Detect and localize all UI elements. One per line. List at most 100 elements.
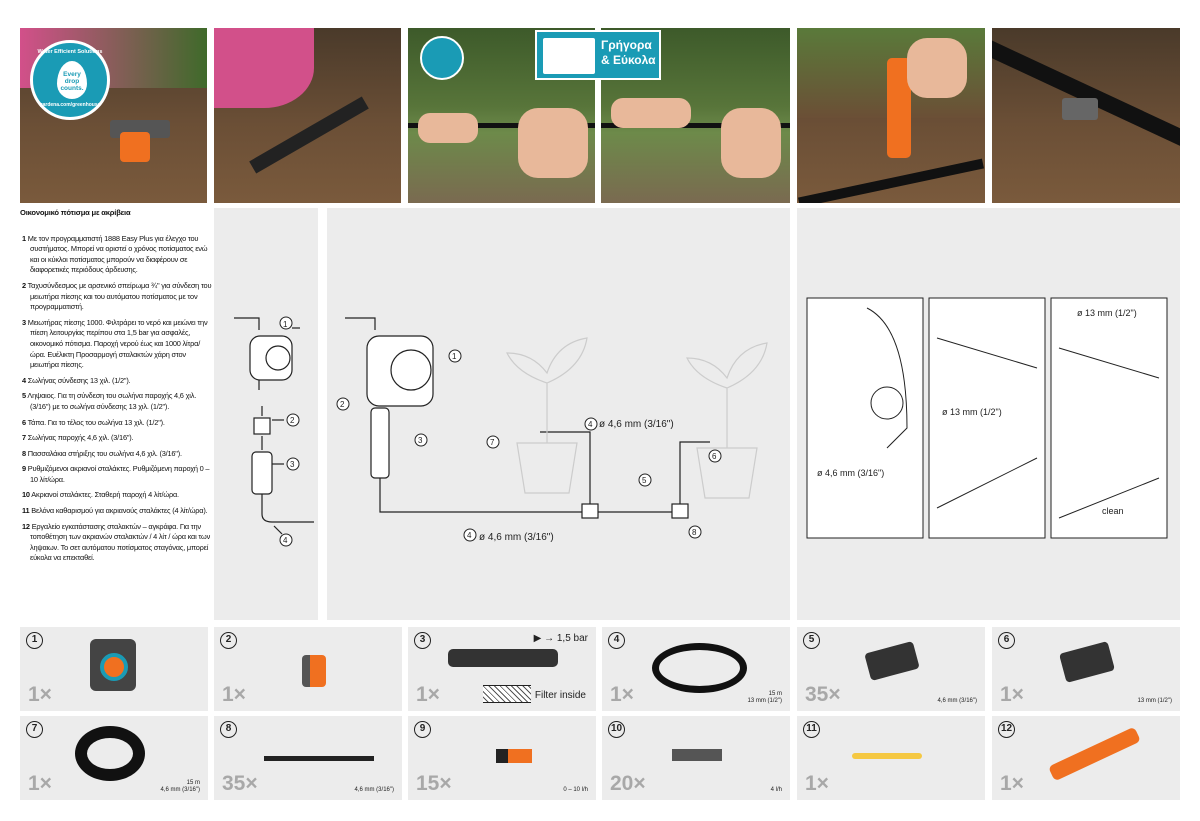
instruction-number: 11	[22, 506, 30, 516]
instruction-number: 3	[22, 317, 26, 327]
part-number: 12	[998, 721, 1015, 738]
part-number: 4	[608, 632, 625, 649]
diagram-panel-assembly: 1 2 3 4	[214, 208, 318, 620]
part-filter-label: Filter inside	[534, 690, 586, 701]
part-number: 1	[26, 632, 43, 649]
part-quantity: 1×	[1000, 772, 1024, 795]
label-tube-large-detail1: ø 13 mm (1/2")	[942, 407, 1002, 417]
instruction-item: 6 Τάπα. Για το τέλος του σωλήνα 13 χιλ. …	[20, 418, 212, 429]
instruction-number: 10	[22, 490, 30, 500]
part-card-5: 5 35×4,6 mm (3/16")	[797, 627, 985, 711]
part-card-6: 6 1×13 mm (1/2")	[992, 627, 1180, 711]
instruction-text: Πασσαλάκια στήριξης του σωλήνα 4,6 χιλ. …	[27, 448, 182, 458]
instruction-number: 6	[22, 417, 26, 427]
photo-tube-flowers	[214, 28, 401, 203]
part-card-12: 12 1×	[992, 716, 1180, 800]
part-pressure: → 1,5 bar	[544, 633, 588, 644]
part-number: 8	[220, 721, 237, 738]
instruction-text: Μειωτήρας πίεσης 1000. Φιλτράρει το νερό…	[27, 317, 208, 370]
svg-text:2: 2	[340, 400, 345, 409]
svg-text:4: 4	[283, 536, 288, 545]
svg-text:7: 7	[490, 438, 495, 447]
label-tube-large-detail2: ø 13 mm (1/2")	[1077, 308, 1137, 318]
part-card-2: 2 1×	[214, 627, 402, 711]
badge-sub: gardena.com/greenhouse	[39, 102, 101, 108]
part-number: 7	[26, 721, 43, 738]
connector-icon	[543, 38, 595, 74]
part-quantity: 1×	[1000, 683, 1024, 706]
photo-install-tool	[797, 28, 985, 203]
details-diagram: ø 4,6 mm (3/16") ø 13 mm (1/2") ø 13 mm …	[806, 297, 1168, 539]
instruction-number: 7	[22, 433, 26, 443]
part-card-11: 11 1×	[797, 716, 985, 800]
part-spec: 4,6 mm (3/16")	[938, 698, 977, 705]
water-efficient-badge: Water Efficient Solutions Every drop cou…	[30, 40, 110, 120]
instruction-item: 10 Ακριανοί σταλάκτες. Σταθερή παροχή 4 …	[20, 490, 212, 501]
svg-text:8: 8	[692, 528, 697, 537]
instruction-text: Με τον προγραμματιστή 1888 Easy Plus για…	[27, 233, 208, 275]
instruction-number: 12	[22, 521, 30, 531]
svg-text:4: 4	[467, 531, 472, 540]
quick-easy-badge: Γρήγορα & Εύκολα	[535, 30, 661, 80]
instruction-number: 4	[22, 375, 26, 385]
instruction-text: Σωλήνας σύνδεσης 13 χιλ. (1/2").	[27, 375, 131, 385]
part-spec-line2: 13 mm (1/2")	[747, 698, 782, 704]
svg-text:1: 1	[452, 352, 457, 361]
instruction-item: 2 Ταχυσύνδεσμος με αρσενικό σπείρωμα ¾" …	[20, 281, 212, 313]
instruction-item: 5 Ληψαιος. Για τη σύνδεση του σωλήνα παρ…	[20, 391, 212, 412]
svg-text:1: 1	[283, 320, 288, 329]
instruction-number: 8	[22, 448, 26, 458]
instruction-text: Βελόνα καθαρισμού για ακριανούς σταλάκτε…	[31, 506, 208, 516]
instruction-text: Τάπα. Για το τέλος του σωλήνα 13 χιλ. (1…	[27, 417, 165, 427]
part-card-10: 10 20×4 l/h	[602, 716, 790, 800]
instruction-text: Ταχυσύνδεσμος με αρσενικό σπείρωμα ¾" γι…	[27, 280, 212, 312]
instruction-item: 11 Βελόνα καθαρισμού για ακριανούς σταλά…	[20, 506, 212, 517]
part-card-3: 3 1× ▶ → 1,5 bar Filter inside	[408, 627, 596, 711]
instruction-text: Ρυθμιζόμενοι ακριανοί σταλάκτες. Ρυθμιζό…	[27, 464, 210, 484]
drop-icon: Every drop counts.	[57, 61, 87, 99]
label-tube-small-bottom: ø 4,6 mm (3/16")	[479, 532, 554, 543]
svg-text:2: 2	[290, 416, 295, 425]
part-quantity: 1×	[610, 683, 634, 706]
part-spec-line1: 4,6 mm (3/16")	[354, 787, 394, 793]
part-spec-line2: 4,6 mm (3/16")	[160, 787, 200, 793]
svg-text:6: 6	[712, 452, 717, 461]
part-number: 2	[220, 632, 237, 649]
part-quantity: 1×	[805, 772, 829, 795]
instruction-text: Εργαλείο εγκατάστασης σταλακτών – αγκράφ…	[30, 521, 211, 563]
part-spec-line1: 15 m	[768, 691, 782, 697]
quick-line2: & Εύκολα	[601, 53, 656, 67]
part-quantity: 15×	[416, 772, 452, 795]
badge-drop-text: Every drop counts.	[60, 71, 84, 92]
part-quantity: 20×	[610, 772, 646, 795]
part-quantity: 1×	[416, 683, 440, 706]
instruction-number: 1	[22, 233, 26, 243]
part-quantity: 1×	[222, 683, 246, 706]
pressure-icon: ▶	[533, 633, 542, 644]
instructions-list: 1 Με τον προγραμματιστή 1888 Easy Plus γ…	[20, 234, 212, 564]
instruction-item: 9 Ρυθμιζόμενοι ακριανοί σταλάκτες. Ρυθμι…	[20, 464, 212, 485]
part-number: 6	[998, 632, 1015, 649]
part-card-8: 8 35×4,6 mm (3/16")	[214, 716, 402, 800]
instruction-text: Ληψαιος. Για τη σύνδεση του σωλήνα παροχ…	[27, 391, 197, 411]
instruction-text: Ακριανοί σταλάκτες. Σταθερή παροχή 4 λίτ…	[31, 490, 179, 500]
part-card-9: 9 15×0 – 10 l/h	[408, 716, 596, 800]
part-card-1: 1 1×	[20, 627, 208, 711]
label-tube-small-top: ø 4,6 mm (3/16")	[599, 419, 674, 430]
svg-text:5: 5	[642, 476, 647, 485]
diagram-panel-system: 1 2 3 4 7 5 6 8 4 ø 4,6 mm (3/16") ø 4,6…	[327, 208, 790, 620]
part-number: 10	[608, 721, 625, 738]
part-number: 3	[414, 632, 431, 649]
quick-line1: Γρήγορα	[601, 38, 652, 52]
instruction-item: 8 Πασσαλάκια στήριξης του σωλήνα 4,6 χιλ…	[20, 449, 212, 460]
photo-connector-tube	[992, 28, 1180, 203]
instruction-item: 3 Μειωτήρας πίεσης 1000. Φιλτράρει το νε…	[20, 318, 212, 371]
part-quantity: 1×	[28, 772, 52, 795]
instructions: Οικονομικό πότισμα με ακρίβεια 1 Με τον …	[20, 208, 212, 569]
instruction-number: 5	[22, 391, 26, 401]
svg-text:4: 4	[588, 420, 593, 429]
part-number: 11	[803, 721, 820, 738]
instruction-item: 4 Σωλήνας σύνδεσης 13 χιλ. (1/2").	[20, 376, 212, 387]
